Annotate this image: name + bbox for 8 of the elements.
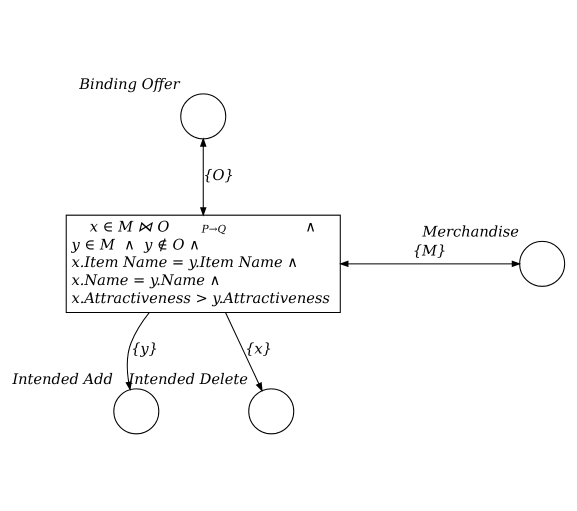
- node-label: Binding Offer: [79, 75, 180, 92]
- node-label: Intended Delete: [128, 370, 248, 388]
- edge-label: {O}: [203, 166, 234, 184]
- edge-label: {M}: [412, 242, 446, 260]
- edge-label: {y}: [131, 340, 158, 357]
- node-label: Intended Add: [12, 370, 113, 388]
- edge-label: {x}: [245, 340, 272, 357]
- node-label: Merchandise: [422, 222, 519, 240]
